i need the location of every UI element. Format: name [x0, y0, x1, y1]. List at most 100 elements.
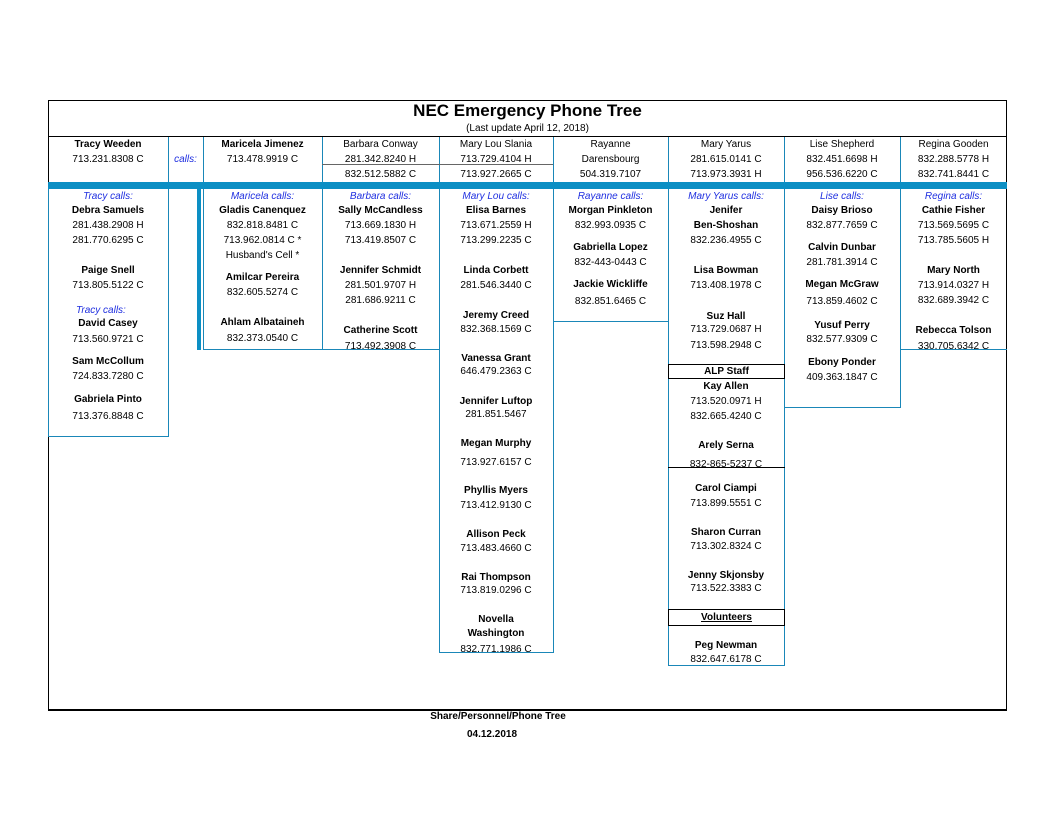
contact-name: Cathie Fisher [921, 205, 986, 216]
footer-path: Share/Personnel/Phone Tree [430, 711, 566, 722]
calls-label: Barbara calls: [349, 191, 412, 202]
contact-phone: 832.741.8441 C [917, 169, 990, 180]
header-regina: Regina Gooden 832.288.5778 H 832.741.844… [900, 138, 1007, 181]
header-separator [168, 137, 169, 182]
contact-phone: 713.729.0687 H [690, 324, 762, 335]
contact-name: Vanessa Grant [461, 353, 531, 364]
contact-phone: 956.536.6220 C [806, 169, 878, 180]
lise-list: Lise calls: Daisy Brioso 832.877.7659 C … [784, 190, 900, 384]
contact-name: Gabriela Pinto [74, 394, 142, 405]
contact-name: Rayanne [590, 139, 631, 150]
maricela-list: Maricela calls: Gladis Canenquez 832.818… [203, 190, 322, 345]
connector-bar [197, 189, 201, 350]
contact-name: David Casey [78, 318, 138, 329]
column-line [168, 189, 169, 349]
header-separator [668, 137, 669, 182]
header-maricela: Maricela Jimenez 713.478.9919 C [203, 138, 322, 166]
contact-name: Novella [478, 614, 514, 625]
divider-bar [48, 182, 1007, 189]
row-divider [439, 164, 553, 165]
contact-phone: 713.560.9721 C [72, 334, 144, 345]
header-marylou: Mary Lou Slania 713.729.4104 H 713.927.2… [439, 138, 553, 181]
header-rayanne: Rayanne Darensbourg 504.319.7107 [553, 138, 668, 181]
contact-phone: 832.851.6465 C [574, 296, 647, 307]
contact-phone: 832.689.3942 C [917, 295, 990, 306]
header-separator [784, 137, 785, 182]
contact-name: Arely Serna [698, 440, 754, 451]
contact-phone: 832.771.1986 C [460, 644, 532, 655]
contact-phone: 724.833.7280 C [72, 371, 144, 382]
contact-name: Morgan Pinkleton [568, 205, 653, 216]
marylou-column [439, 189, 554, 653]
contact-name: Peg Newman [694, 640, 758, 651]
header-separator [439, 137, 440, 182]
contact-phone: 832.288.5778 H [917, 154, 990, 165]
calls-label: Regina calls: [924, 191, 983, 202]
contact-name: Megan McGraw [805, 279, 879, 290]
contact-name: Barbara Conway [343, 139, 418, 150]
contact-phone: 832.368.1569 C [460, 324, 532, 335]
contact-phone: 281.501.9707 H [344, 280, 417, 291]
contact-name: Debra Samuels [71, 205, 145, 216]
calls-label: calls: [174, 154, 197, 165]
page-title: NEC Emergency Phone Tree [413, 101, 642, 120]
contact-phone: 832.236.4955 C [690, 235, 762, 246]
rayanne-list: Rayanne calls: Morgan Pinkleton 832.993.… [553, 190, 668, 308]
contact-phone: 281.770.6295 C [72, 235, 144, 246]
maryyarus-column [668, 189, 785, 666]
contact-phone: 713.729.4104 H [460, 154, 532, 165]
contact-phone: 281.438.2908 H [72, 220, 144, 231]
contact-phone: 713.522.3383 C [690, 583, 762, 594]
contact-name: Rai Thompson [461, 572, 531, 583]
calls-label: Tracy calls: [83, 191, 133, 202]
barbara-list: Barbara calls: Sally McCandless 713.669.… [322, 190, 439, 353]
contact-name: Darensbourg [581, 154, 640, 165]
contact-name: Calvin Dunbar [808, 242, 876, 253]
contact-name: Jenifer [709, 205, 743, 216]
contact-phone: 832.993.0935 C [574, 220, 647, 231]
alp-staff-label: ALP Staff [668, 364, 785, 379]
contact-phone: 832.818.8481 C [226, 220, 299, 231]
contact-phone: 713.492.3908 C [344, 341, 417, 352]
contact-name: Jennifer Luftop [459, 396, 533, 407]
contact-phone: 713.899.5551 C [690, 498, 762, 509]
contact-phone: 713.927.2665 C [460, 169, 532, 180]
contact-phone: 832.373.0540 C [226, 333, 299, 344]
contact-name: Allison Peck [466, 529, 526, 540]
contact-phone: 832.451.6698 H [806, 154, 878, 165]
contact-name: Tracy Weeden [74, 139, 142, 150]
contact-name: Rebecca Tolson [915, 325, 992, 336]
contact-name: Lisa Bowman [693, 265, 759, 276]
header-separator [203, 137, 204, 182]
header-separator [553, 137, 554, 182]
calls-label: Rayanne calls: [577, 191, 644, 202]
contact-phone: 713.483.4660 C [460, 543, 532, 554]
contact-name: Sharon Curran [690, 527, 761, 538]
contact-phone: 713.412.9130 C [460, 500, 532, 511]
maryyarus-list: Mary Yarus calls: Jenifer Ben-Shoshan 83… [668, 190, 784, 352]
contact-name: Maricela Jimenez [221, 139, 304, 150]
header-separator [900, 137, 901, 182]
contact-name: Ben-Shoshan [693, 220, 759, 231]
contact-phone: 504.319.7107 [579, 169, 642, 180]
row-divider [668, 467, 785, 468]
contact-name: Paige Snell [81, 265, 135, 276]
contact-name: Catherine Scott [343, 325, 418, 336]
contact-phone: 713.376.8848 C [72, 411, 144, 422]
calls-label: Lise calls: [820, 191, 864, 202]
header-maryyarus: Mary Yarus 281.615.0141 C 713.973.3931 H [668, 138, 784, 181]
marylou-list: Mary Lou calls: Elisa Barnes 713.671.255… [439, 190, 553, 656]
contact-phone: 646.479.2363 C [460, 366, 532, 377]
contact-phone: 281.546.3440 C [460, 280, 532, 291]
contact-phone: 832.877.7659 C [806, 220, 878, 231]
contact-phone: 832.605.5274 C [226, 287, 299, 298]
contact-phone: 713.478.9919 C [226, 154, 299, 165]
contact-phone: 713.302.8324 C [690, 541, 762, 552]
contact-name: Jackie Wickliffe [573, 279, 648, 290]
contact-name: Jennifer Schmidt [339, 265, 422, 276]
contact-name: Amilcar Pereira [225, 272, 300, 283]
regina-list: Regina calls: Cathie Fisher 713.569.5695… [900, 190, 1007, 353]
contact-name: Gladis Canenquez [219, 205, 306, 216]
calls-label: Mary Lou calls: [462, 191, 530, 202]
contact-phone: 713.520.0971 H [690, 396, 762, 407]
